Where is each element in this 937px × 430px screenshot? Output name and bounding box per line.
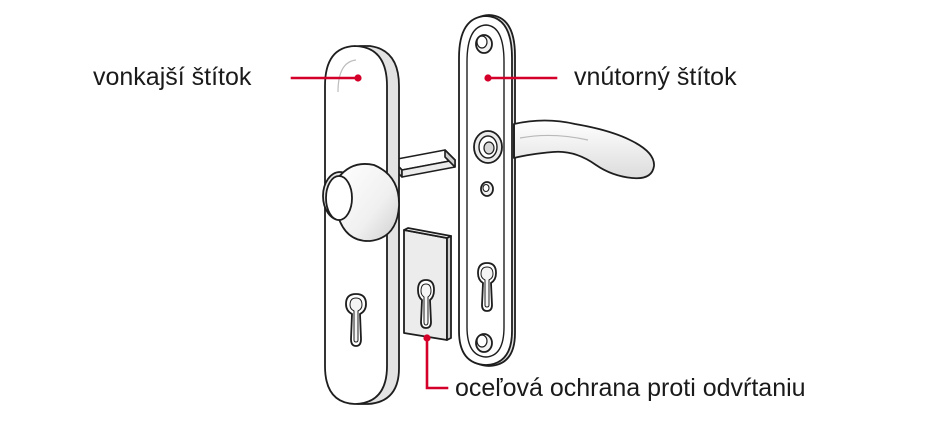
label-outer-plate: vonkajší štítok (93, 63, 252, 91)
lever-handle-icon (513, 119, 655, 180)
steel-guard-icon (403, 227, 452, 341)
leader-steel-guard (425, 336, 449, 390)
screw-icon (475, 34, 493, 54)
leader-lines (290, 76, 558, 390)
leader-dots (354, 74, 492, 342)
knob-icon (322, 163, 400, 242)
leader-dot-inner (484, 74, 492, 82)
label-steel-guard: oceľová ochrana proti odvŕtaniu (455, 374, 806, 402)
leader-dot-outer (354, 74, 362, 82)
screw-icon (475, 333, 493, 353)
inner-plate-icon (458, 14, 516, 367)
leader-dot-guard (423, 334, 431, 342)
label-inner-plate: vnútorný štítok (574, 63, 737, 91)
small-pin-icon (480, 181, 494, 197)
handle-rose-icon (473, 130, 503, 164)
spindle-bar (391, 149, 456, 178)
